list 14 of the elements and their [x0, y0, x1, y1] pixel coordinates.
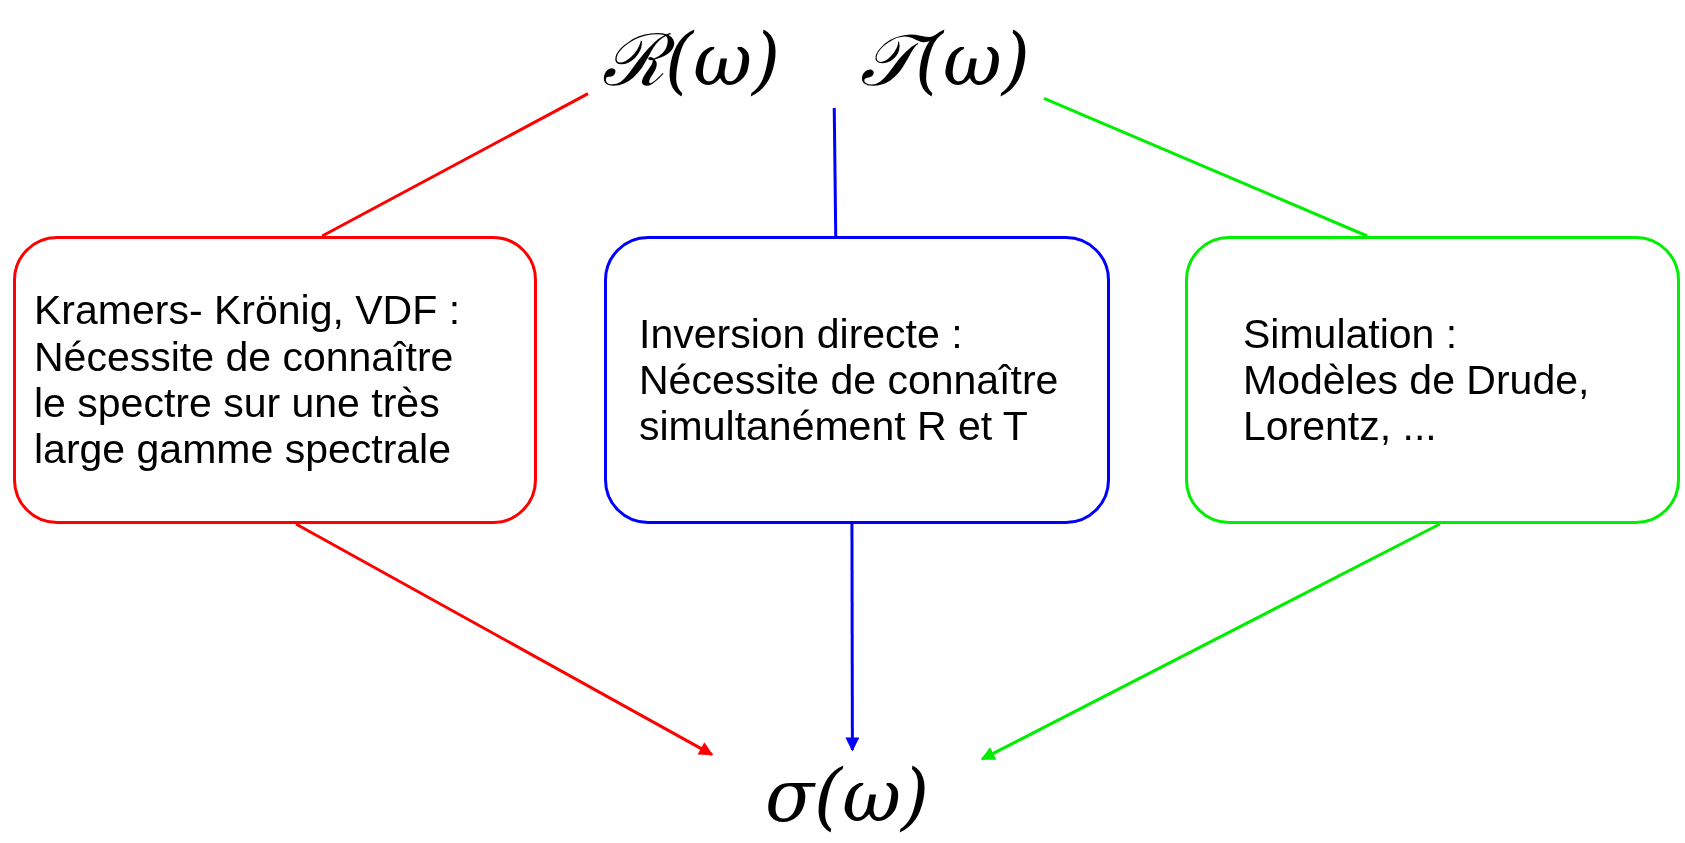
connector-line — [1043, 97, 1368, 238]
arrow — [980, 522, 1441, 761]
math-expression: ℛ(ω) 𝒯(ω) — [588, 12, 1044, 108]
arrow — [845, 524, 860, 752]
box-text: Simulation : Modèles de Drude, Lorentz, ... — [1243, 310, 1591, 450]
connector-line — [321, 92, 589, 238]
process-box — [1185, 236, 1680, 524]
connector-line — [832, 107, 838, 237]
process-box — [604, 236, 1110, 524]
box-text: Inversion directe : Nécessite de connaître simultanément R et T — [639, 310, 1059, 450]
box-text: Kramers- Krönig, VDF : Nécessite de connaître le spectre sur une très large gamme spectrale — [34, 287, 462, 473]
math-expression: σ(ω) — [712, 750, 982, 842]
arrow — [295, 522, 714, 756]
process-box — [13, 236, 537, 524]
